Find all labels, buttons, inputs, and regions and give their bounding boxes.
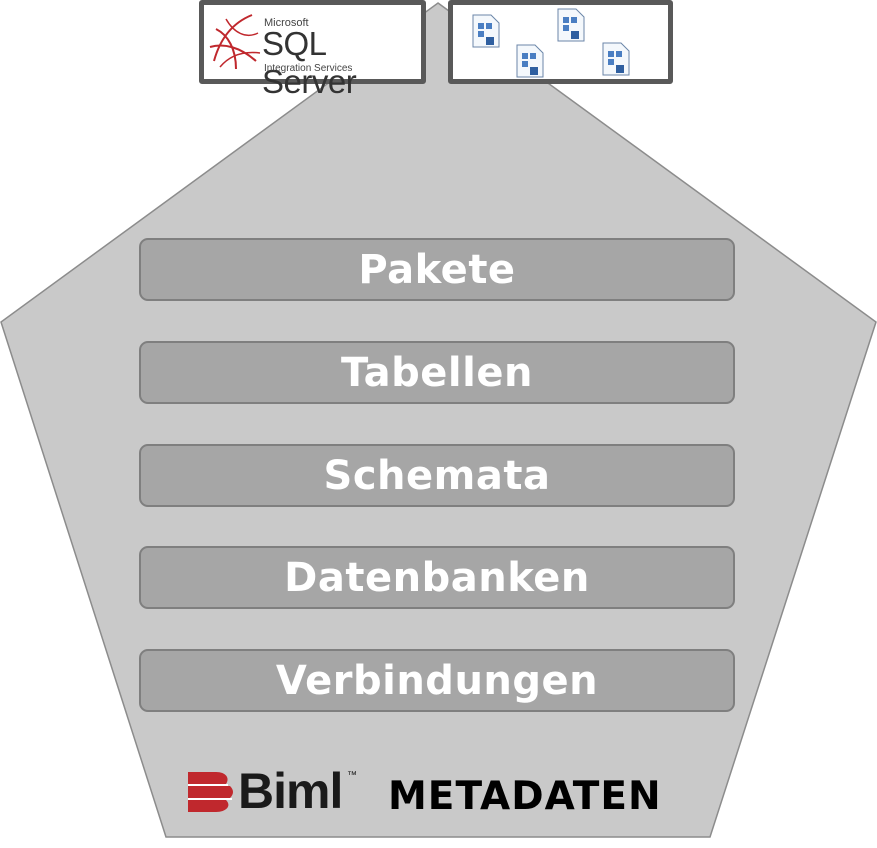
package-file-icon [471, 13, 503, 49]
layer-pakete: Pakete [139, 238, 735, 301]
metadata-label: METADATEN [388, 774, 662, 819]
sql-company-label: Microsoft [264, 17, 309, 29]
layer-schemata: Schemata [139, 444, 735, 507]
sql-server-icon [209, 14, 261, 70]
package-file-icon [556, 7, 588, 43]
package-file-icon [601, 41, 633, 77]
biml-trademark: ™ [347, 770, 357, 781]
sql-product-label: SQL Server [262, 25, 357, 100]
layer-tabellen: Tabellen [139, 341, 735, 404]
sql-server-integration-services-logo: Microsoft SQL Server Integration Service… [199, 0, 426, 100]
biml-brand-label: Biml [238, 763, 343, 819]
biml-logo-icon [188, 772, 233, 812]
package-file-icon [515, 43, 547, 79]
package-files-box [448, 0, 673, 84]
layer-datenbanken: Datenbanken [139, 546, 735, 609]
layer-verbindungen: Verbindungen [139, 649, 735, 712]
sql-subtitle-label: Integration Services [264, 63, 353, 74]
